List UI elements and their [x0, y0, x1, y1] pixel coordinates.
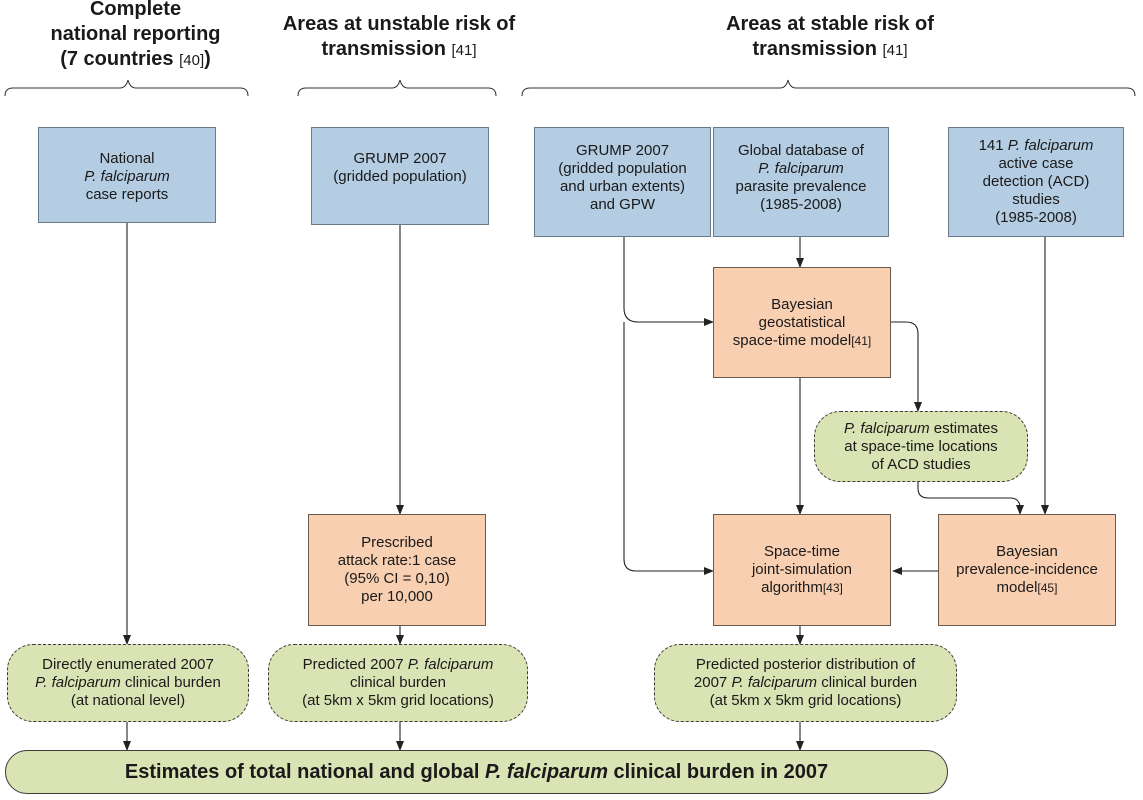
directly-enumerated-box: Directly enumerated 2007 P. falciparum c…	[7, 644, 249, 722]
header-complete-line2: national reporting	[50, 23, 221, 45]
header-complete-close: )	[204, 48, 211, 70]
predicted-unstable-year: Predicted 2007	[302, 656, 404, 673]
grump-stable-line2: (gridded population	[558, 160, 687, 177]
prev-incidence-model: model	[996, 579, 1038, 596]
global-db-species: P. falciparum	[758, 160, 844, 177]
grump-unstable-line2: (gridded population)	[333, 168, 467, 185]
header-unstable-line1: Areas at unstable risk of	[282, 13, 516, 35]
attack-rate-line4: per 10,000	[361, 588, 433, 605]
grump-unstable-line1: GRUMP 2007	[353, 150, 447, 167]
final-estimates-part3: clinical burden in 2007	[613, 761, 829, 783]
joint-sim-ref: [43]	[822, 581, 843, 595]
national-reports-line3: case reports	[85, 186, 169, 203]
grump-stable-line1: GRUMP 2007	[575, 142, 670, 159]
prev-incidence-ref: [45]	[1037, 581, 1058, 595]
acd-studies-line5: (1985-2008)	[995, 209, 1077, 226]
joint-sim-line1: Space-time	[764, 543, 840, 560]
attack-rate-line3: (95% CI = 0,10)	[344, 570, 450, 587]
predicted-stable-year: 2007	[693, 674, 728, 691]
pf-estimates-word: estimates	[933, 419, 998, 437]
pf-estimates-line2: at space-time locations	[844, 437, 998, 455]
global-db-line1: Global database of	[738, 142, 864, 159]
predicted-stable-line1: Predicted posterior distribution of	[695, 656, 916, 673]
header-complete-reporting: Complete national reporting (7 countries…	[18, 0, 253, 73]
directly-enum-line3: (at national level)	[70, 692, 186, 709]
final-estimates-box: Estimates of total national and global P…	[5, 750, 948, 794]
grump-stable-line3: and urban extents)	[559, 178, 686, 195]
global-db-line4: (1985-2008)	[760, 196, 842, 213]
acd-studies-count: 141	[978, 137, 1004, 154]
acd-studies-box: 141 P. falciparum active case detection …	[948, 127, 1124, 237]
pf-estimates-line1: P. falciparum estimates	[844, 420, 998, 438]
directly-enum-line2: P. falciparum clinical burden	[35, 674, 221, 692]
bayesian-geostatistical-box: Bayesian geostatistical space-time model…	[713, 267, 891, 378]
final-estimates-text: Estimates of total national and global P…	[125, 760, 828, 784]
predicted-unstable-species: P. falciparum	[407, 656, 494, 673]
header-complete-line3: (7 countries [40])	[18, 47, 253, 73]
acd-studies-line3: detection (ACD)	[982, 173, 1090, 190]
predicted-unstable-line1: Predicted 2007 P. falciparum	[302, 656, 494, 674]
global-db-line3: parasite prevalence	[735, 178, 867, 195]
final-estimates-part1: Estimates of total national and global	[124, 761, 480, 783]
predicted-stable-line2: 2007 P. falciparum clinical burden	[694, 674, 917, 692]
brace-stable	[521, 79, 1136, 97]
pf-estimates-line3: of ACD studies	[871, 455, 971, 473]
directly-enum-line1: Directly enumerated 2007	[42, 656, 214, 673]
bayesian-geo-ref: [41]	[851, 333, 872, 348]
prev-incidence-line3: model[45]	[956, 579, 1098, 597]
header-unstable-ref: [41]	[451, 42, 477, 59]
bayesian-geo-line3: space-time model[41]	[733, 332, 871, 350]
prevalence-incidence-box: Bayesian prevalence-incidence model[45]	[938, 514, 1116, 626]
header-stable-line2: transmission [41]	[700, 37, 960, 63]
brace-unstable	[297, 79, 497, 97]
bayesian-geo-model: space-time model	[732, 331, 852, 349]
pf-estimates-box: P. falciparum estimates at space-time lo…	[814, 411, 1028, 482]
predicted-stable-line3: (at 5km x 5km grid locations)	[709, 692, 902, 709]
directly-enum-species: P. falciparum	[35, 674, 121, 691]
final-estimates-species: P. falciparum	[484, 761, 608, 783]
grump-unstable-box: GRUMP 2007 (gridded population)	[311, 127, 489, 225]
acd-studies-line1: 141 P. falciparum	[979, 137, 1094, 155]
predicted-stable-box: Predicted posterior distribution of 2007…	[654, 644, 957, 722]
national-reports-species: P. falciparum	[84, 168, 170, 185]
national-reports-line1: National	[99, 150, 155, 167]
header-complete-line1: Complete	[89, 0, 182, 20]
header-stable-ref: [41]	[882, 42, 908, 59]
header-stable-transmission: transmission	[752, 38, 877, 60]
national-case-reports-box: National P. falciparum case reports	[38, 127, 216, 223]
header-unstable-risk: Areas at unstable risk of transmission […	[258, 12, 540, 63]
prev-incidence-line2: prevalence-incidence	[956, 561, 1098, 578]
bayesian-geo-line1: Bayesian	[771, 295, 833, 313]
predicted-unstable-line2: clinical burden	[350, 674, 446, 691]
header-unstable-line2: transmission [41]	[258, 37, 540, 63]
acd-studies-species: P. falciparum	[1007, 137, 1094, 154]
acd-studies-line2: active case	[998, 155, 1074, 172]
joint-simulation-box: Space-time joint-simulation algorithm[43…	[713, 514, 891, 626]
pf-estimates-species: P. falciparum	[844, 419, 930, 437]
global-database-box: Global database of P. falciparum parasit…	[713, 127, 889, 237]
predicted-unstable-box: Predicted 2007 P. falciparum clinical bu…	[268, 644, 528, 722]
prev-incidence-line1: Bayesian	[996, 543, 1058, 560]
predicted-stable-species: P. falciparum	[731, 674, 818, 691]
grump-stable-line4: and GPW	[589, 196, 656, 213]
grump-stable-box: GRUMP 2007 (gridded population and urban…	[534, 127, 711, 237]
directly-enum-burden: clinical burden	[124, 674, 221, 691]
predicted-stable-burden: clinical burden	[821, 674, 918, 691]
joint-sim-line2: joint-simulation	[751, 561, 853, 578]
predicted-unstable-line3: (at 5km x 5km grid locations)	[302, 692, 494, 709]
header-complete-ref: [40]	[179, 52, 205, 69]
header-complete-countries: (7 countries	[60, 48, 174, 70]
brace-complete	[4, 79, 249, 97]
acd-studies-line4: studies	[1012, 191, 1060, 208]
header-unstable-transmission: transmission	[321, 38, 446, 60]
attack-rate-box: Prescribed attack rate:1 case (95% CI = …	[308, 514, 486, 626]
joint-sim-algorithm: algorithm	[761, 579, 823, 596]
header-stable-line1: Areas at stable risk of	[726, 13, 934, 35]
header-stable-risk: Areas at stable risk of transmission [41…	[700, 12, 960, 63]
attack-rate-line1: Prescribed	[361, 534, 433, 551]
joint-sim-line3: algorithm[43]	[752, 579, 852, 597]
bayesian-geo-line2: geostatistical	[758, 313, 846, 331]
attack-rate-line2: attack rate:1 case	[337, 552, 457, 569]
